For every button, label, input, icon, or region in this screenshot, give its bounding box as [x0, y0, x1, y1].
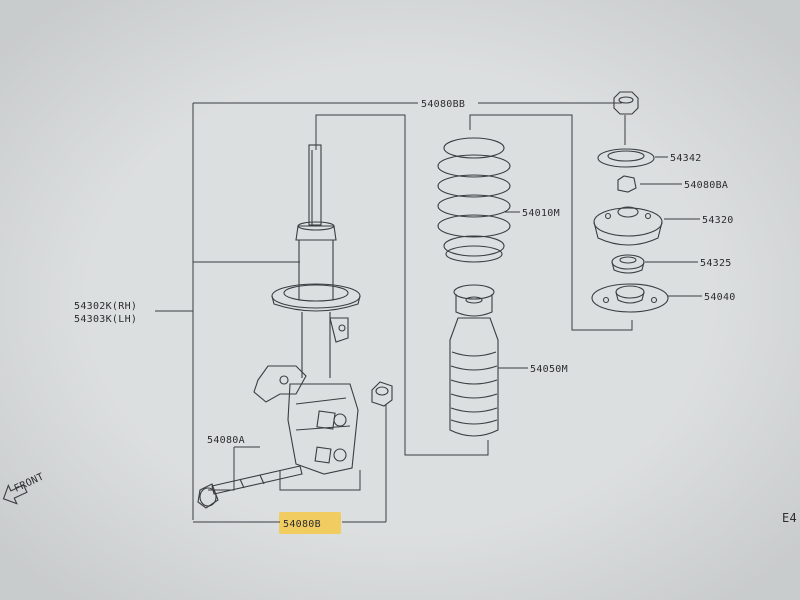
- label-54080A: 54080A: [207, 435, 245, 446]
- strut-body: [253, 144, 361, 475]
- label-54342: 54342: [670, 153, 702, 164]
- label-54080BB: 54080BB: [421, 99, 465, 110]
- label-54080B: 54080B: [283, 519, 321, 530]
- label-54325: 54325: [700, 258, 732, 269]
- label-54050M: 54050M: [530, 364, 568, 375]
- label-54080BA: 54080BA: [684, 180, 728, 191]
- label-edge-code: E4: [782, 511, 797, 525]
- front-arrow-icon: [2, 484, 28, 505]
- bolt-part: [197, 465, 303, 509]
- bound-bumper-part: [449, 284, 499, 437]
- label-54010M: 54010M: [522, 208, 560, 219]
- label-54302K-rh: 54302K(RH): [74, 301, 137, 312]
- coil-spring-part: [437, 137, 511, 263]
- label-54320: 54320: [702, 215, 734, 226]
- nut-part: [371, 381, 393, 407]
- top-mount-parts: [591, 91, 669, 313]
- label-54040: 54040: [704, 292, 736, 303]
- label-54303K-lh: 54303K(LH): [74, 314, 137, 325]
- label-highlight: [279, 512, 341, 534]
- leader-lines: [155, 102, 702, 523]
